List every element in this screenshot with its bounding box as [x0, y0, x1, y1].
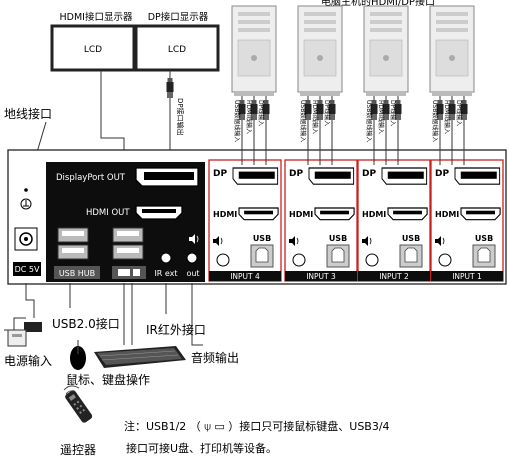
input-hdmi-label: HDMI — [213, 210, 237, 219]
input-section-4: DP HDMI USB INPUT 4 — [208, 159, 282, 282]
input-usb-label: USB — [402, 234, 420, 243]
input-audio-port[interactable] — [292, 253, 306, 267]
speaker-icon — [189, 234, 199, 244]
input-section-2: DP HDMI USB INPUT 2 — [357, 159, 431, 282]
input-speaker-icon — [213, 236, 223, 246]
power-section: DC 5V — [13, 188, 41, 276]
remote-control-icon — [65, 390, 93, 423]
pc-cable-label: USB数据线输入 — [299, 100, 307, 142]
note-line-2: 接口可接U盘、打印机等设备。 — [126, 441, 277, 455]
hdmi-out-port[interactable] — [135, 205, 183, 220]
keyboard-mouse-icon — [118, 269, 140, 276]
diagram-title: 电脑主机的HDMI/DP接口 — [321, 0, 435, 8]
input-section-1: DP HDMI USB INPUT 1 — [430, 159, 504, 282]
computer-3 — [297, 5, 343, 97]
input-usb-b-port[interactable] — [399, 244, 423, 268]
pc-3-cables: USB数据线输入 HDMI线输入 DP线输入 — [299, 96, 336, 165]
dp-monitor-screen: LCD — [168, 45, 186, 55]
input-dp-label: DP — [435, 169, 449, 179]
dp-monitor-caption: DP接口显示器 — [148, 11, 209, 23]
mouse-icon — [70, 340, 86, 370]
pc-4-cables: USB数据线输入 HDMI线输入 DP线输入 — [233, 96, 270, 165]
dc-5v-label: DC 5V — [15, 265, 40, 274]
input-name-label: INPUT 4 — [230, 272, 260, 281]
input-usb-b-port[interactable] — [472, 244, 496, 268]
pc-cable-label: DP线输入 — [389, 100, 397, 126]
input-hdmi-port[interactable] — [314, 207, 355, 221]
pc-cable-label: HDMI线输入 — [245, 100, 253, 134]
input-speaker-icon — [289, 236, 299, 246]
power-adapter-icon — [4, 317, 42, 347]
pc-cable-label: HDMI线输入 — [311, 100, 319, 134]
input-usb-b-port[interactable] — [326, 244, 350, 268]
pc-cable-label: USB数据线输入 — [365, 100, 373, 142]
keyboard-icon — [94, 346, 186, 368]
pc-1-cables: USB数据线输入 HDMI线输入 DP线输入 — [431, 96, 468, 165]
input-speaker-icon — [362, 236, 372, 246]
pc-cable-label: USB数据线输入 — [233, 100, 241, 142]
remote-label: 遥控器 — [60, 443, 96, 457]
usb-hub-port-2[interactable] — [57, 244, 89, 260]
displayport-out-port[interactable] — [135, 167, 199, 187]
ground-label: 地线接口 — [4, 106, 52, 121]
usb20-label: USB2.0接口 — [52, 316, 120, 331]
ir-label: IR红外接口 — [146, 322, 206, 337]
power-input-label: 电源输入 — [4, 353, 52, 368]
audio-out-caption: 音频输出 — [191, 350, 239, 365]
audio-out-port[interactable] — [186, 252, 198, 264]
input-usb-label: USB — [475, 234, 493, 243]
pc-cable-label: HDMI线输入 — [377, 100, 385, 134]
input-section-3: DP HDMI USB INPUT 3 — [284, 159, 358, 282]
input-dp-label: DP — [289, 169, 303, 179]
input-hdmi-port[interactable] — [238, 207, 279, 221]
input-audio-port[interactable] — [365, 253, 379, 267]
input-hdmi-label: HDMI — [289, 210, 313, 219]
input-hdmi-label: HDMI — [362, 210, 386, 219]
input-hdmi-port[interactable] — [387, 207, 428, 221]
input-dp-port[interactable] — [232, 167, 279, 185]
dp-output-vertical-label: DP接口输出 — [176, 98, 185, 136]
input-usb-label: USB — [253, 234, 271, 243]
input-dp-port[interactable] — [454, 167, 501, 185]
displayport-out-label: DisplayPort OUT — [56, 173, 126, 183]
input-audio-port[interactable] — [438, 253, 452, 267]
hdmi-monitor-caption: HDMI接口显示器 — [60, 11, 133, 23]
audio-out-label: out — [186, 269, 199, 278]
computer-2 — [363, 5, 409, 97]
input-hdmi-label: HDMI — [435, 210, 459, 219]
usb-kbm-port-1[interactable] — [112, 227, 144, 243]
input-name-label: INPUT 1 — [452, 272, 482, 281]
hdmi-monitor-screen: LCD — [84, 45, 102, 55]
ir-ext-port[interactable] — [160, 252, 172, 264]
mouse-keyboard-label: 鼠标、键盘操作 — [66, 372, 150, 387]
note-line-1: 注：USB1/2 （ ⍦ ▭ ）接口只可接鼠标键盘、USB3/4 — [124, 419, 390, 433]
pc-cable-label: USB数据线输入 — [431, 100, 439, 142]
input-audio-port[interactable] — [216, 253, 230, 267]
usb-kbm-port-2[interactable] — [112, 244, 144, 260]
input-usb-label: USB — [329, 234, 347, 243]
pc-cable-label: DP线输入 — [257, 100, 265, 126]
usb-hub-label: USB HUB — [59, 269, 95, 278]
input-usb-b-port[interactable] — [250, 244, 274, 268]
input-name-label: INPUT 2 — [379, 272, 409, 281]
pc-cable-label: DP线输入 — [455, 100, 463, 126]
pc-cable-label: HDMI线输入 — [443, 100, 451, 134]
usb-hub-port-1[interactable] — [57, 227, 89, 243]
input-hdmi-port[interactable] — [460, 207, 501, 221]
input-dp-label: DP — [362, 169, 376, 179]
input-name-label: INPUT 3 — [306, 272, 336, 281]
computer-1 — [429, 5, 475, 97]
computer-4 — [231, 5, 277, 97]
input-dp-label: DP — [213, 169, 227, 179]
hdmi-monitor: HDMI接口显示器 LCD — [50, 11, 136, 72]
hdmi-out-label: HDMI OUT — [86, 208, 130, 218]
input-speaker-icon — [435, 236, 445, 246]
ir-ext-label: IR ext — [154, 269, 177, 278]
input-dp-port[interactable] — [381, 167, 428, 185]
pc-cable-label: DP线输入 — [323, 100, 331, 126]
dp-monitor: DP接口显示器 LCD — [134, 11, 220, 72]
input-dp-port[interactable] — [308, 167, 355, 185]
pc-2-cables: USB数据线输入 HDMI线输入 DP线输入 — [365, 96, 402, 165]
